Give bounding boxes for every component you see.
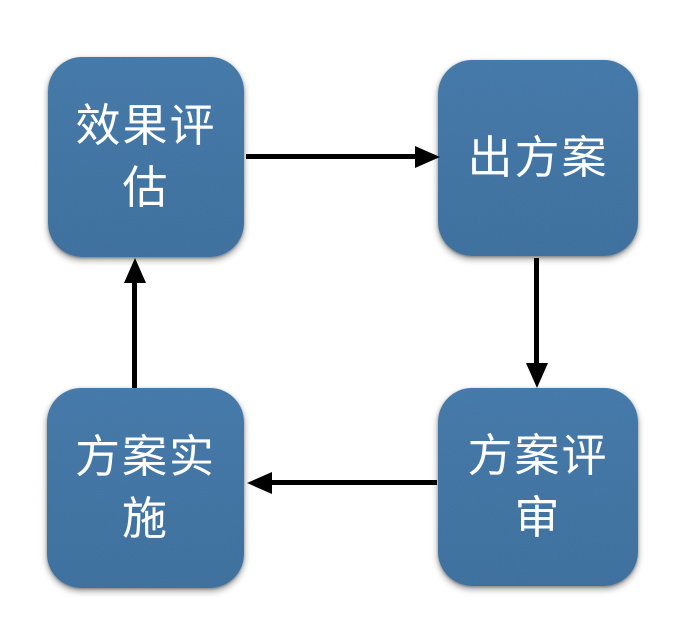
node-label-line: 效果评 xyxy=(75,100,217,151)
node-effect-evaluation: 效果评估 xyxy=(48,57,244,257)
arrow-shaft xyxy=(534,258,539,366)
node-label-line: 审 xyxy=(514,492,562,543)
arrowhead-left-icon xyxy=(247,472,272,494)
arrowhead-down-icon xyxy=(526,363,548,388)
node-label: 方案评审 xyxy=(438,388,638,586)
node-label: 效果评估 xyxy=(48,57,244,257)
node-label-line: 施 xyxy=(121,493,169,544)
node-plan-implementation: 方案实施 xyxy=(47,388,244,588)
arrow-plan-review-to-plan-implementation xyxy=(247,472,437,494)
node-label-line: 方案实 xyxy=(74,431,216,482)
arrow-shaft xyxy=(269,480,437,485)
arrow-shaft xyxy=(246,154,418,159)
arrow-effect-evaluation-to-produce-plan xyxy=(246,146,440,168)
arrowhead-up-icon xyxy=(124,258,146,283)
node-label: 方案实施 xyxy=(47,388,244,588)
node-label-line: 方案评 xyxy=(467,430,609,481)
arrow-produce-plan-to-plan-review xyxy=(526,258,548,388)
arrowhead-right-icon xyxy=(415,146,440,168)
node-label: 出方案 xyxy=(438,60,638,256)
arrow-shaft xyxy=(132,280,137,388)
node-plan-review: 方案评审 xyxy=(438,388,638,586)
node-label-line: 出方案 xyxy=(467,132,609,183)
node-label-line: 估 xyxy=(122,162,170,213)
arrow-plan-implementation-to-effect-evaluation xyxy=(124,258,146,388)
node-produce-plan: 出方案 xyxy=(438,60,638,256)
